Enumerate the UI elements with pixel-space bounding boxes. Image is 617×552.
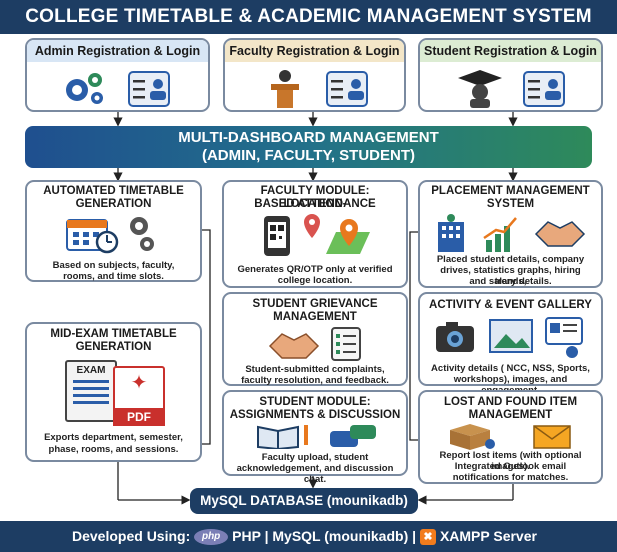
mid-exam-timetable-card[interactable]: MID-EXAM TIMETABLE GENERATION EXAM ✦ PDF…	[25, 322, 202, 462]
mid-exam-title-1: MID-EXAM TIMETABLE	[50, 328, 177, 340]
attendance-desc-2: college location.	[277, 275, 353, 286]
auto-timetable-desc-1: Based on subjects, faculty,	[52, 260, 175, 271]
admin-registration-card[interactable]: Admin Registration & Login	[25, 38, 210, 112]
student-registration-label: Student Registration & Login	[420, 40, 601, 62]
student-grievance-card[interactable]: STUDENT GRIEVANCE MANAGEMENT Student-sub…	[222, 292, 408, 386]
camera-photos-icon	[436, 317, 583, 358]
attendance-desc-1: Generates QR/OTP only at verified	[237, 264, 393, 275]
assignments-title-1: STUDENT MODULE:	[259, 396, 371, 408]
assignments-desc-1: Faculty upload, student	[261, 452, 369, 463]
faculty-registration-card[interactable]: Faculty Registration & Login	[223, 38, 406, 112]
exam-label: EXAM	[76, 365, 106, 376]
faculty-attendance-card[interactable]: FACULTY MODULE: LOCATION- BASED ATTENDAN…	[222, 180, 408, 288]
auto-timetable-title-2: GENERATION	[75, 198, 152, 210]
pdf-label: PDF	[113, 408, 165, 426]
attendance-title-1: FACULTY MODULE: LOCATION-	[260, 185, 370, 210]
mid-exam-desc-2: phase, rooms, and sessions.	[48, 444, 179, 455]
placement-management-card[interactable]: PLACEMENT MANAGEMENT SYSTEM Placed stude…	[418, 180, 603, 288]
php-logo-icon: php	[194, 529, 229, 546]
lost-found-card[interactable]: LOST AND FOUND ITEM MANAGEMENT Report lo…	[418, 390, 603, 484]
grievance-title-2: MANAGEMENT	[273, 311, 357, 323]
podium-icon	[271, 70, 368, 108]
grievance-title-1: STUDENT GRIEVANCE	[252, 298, 378, 310]
building-chart-handshake-icon	[438, 214, 586, 252]
gallery-title: ACTIVITY & EVENT GALLERY	[429, 299, 592, 311]
gallery-desc-1: Activity details ( NCC, NSS, Sports,	[431, 363, 590, 374]
exam-document-icon: EXAM	[65, 360, 117, 422]
auto-timetable-title-1: AUTOMATED TIMETABLE	[43, 185, 184, 197]
placement-title-2: SYSTEM	[486, 198, 535, 210]
assignments-discussion-card[interactable]: STUDENT MODULE: ASSIGNMENTS & DISCUSSION…	[222, 390, 408, 485]
student-registration-card[interactable]: Student Registration & Login	[418, 38, 603, 112]
admin-registration-label: Admin Registration & Login	[27, 40, 208, 62]
attendance-title-2: BASED ATTENDANCE	[254, 198, 376, 210]
assignments-desc-2: acknowledgement, and discussion chat.	[236, 463, 394, 485]
lost-found-desc-3: notifications for matches.	[452, 472, 569, 483]
dashboard-title: MULTI-DASHBOARD MANAGEMENT	[178, 129, 439, 146]
box-email-icon	[450, 424, 571, 450]
qr-phone-location-icon	[264, 214, 370, 256]
lost-found-title-1: LOST AND FOUND ITEM	[443, 396, 578, 408]
automated-timetable-card[interactable]: AUTOMATED TIMETABLE GENERATION Based on …	[25, 180, 202, 282]
lost-found-title-2: MANAGEMENT	[468, 409, 553, 421]
assignments-title-2: ASSIGNMENTS & DISCUSSION	[229, 409, 401, 421]
page-title: COLLEGE TIMETABLE & ACADEMIC MANAGEMENT …	[0, 0, 617, 34]
gears-admin-icon	[66, 71, 170, 107]
placement-title-1: PLACEMENT MANAGEMENT	[431, 185, 590, 197]
xampp-logo-icon: ✖	[419, 529, 436, 546]
auto-timetable-desc-2: rooms, and time slots.	[63, 271, 164, 282]
activity-gallery-card[interactable]: ACTIVITY & EVENT GALLERY Activity detail…	[418, 292, 603, 396]
grievance-desc-2: faculty resolution, and feedback.	[241, 375, 389, 386]
faculty-registration-label: Faculty Registration & Login	[225, 40, 404, 62]
placement-desc-3: and salary details.	[469, 276, 552, 287]
footer-tech: PHP | MySQL (mounikadb) |	[232, 528, 417, 544]
mid-exam-desc-1: Exports department, semester,	[44, 432, 183, 443]
mid-exam-title-2: GENERATION	[75, 341, 152, 353]
calendar-clock-gears-icon	[66, 217, 154, 254]
dashboard-subtitle: (ADMIN, FACULTY, STUDENT)	[201, 147, 416, 164]
handshake-checklist-icon	[268, 327, 361, 361]
lost-found-desc-2: Integrated Outlook email	[454, 461, 567, 472]
book-chat-icon	[257, 425, 376, 449]
multi-dashboard-bar: MULTI-DASHBOARD MANAGEMENT (ADMIN, FACUL…	[25, 126, 592, 168]
lost-found-desc-1: Report lost items (with optional images)…	[439, 450, 582, 472]
grievance-desc-1: Student-submitted complaints,	[245, 364, 385, 375]
footer-xampp: XAMPP Server	[439, 528, 537, 544]
placement-desc-2: drives, statistics graphs, hiring trends…	[440, 265, 581, 287]
footer-prefix: Developed Using:	[72, 528, 191, 544]
mysql-database-box: MySQL DATABASE (mounikadb)	[190, 488, 418, 514]
pdf-icon: ✦ PDF	[113, 366, 165, 426]
placement-desc-1: Placed student details, company	[436, 254, 585, 265]
graduation-cap-icon	[458, 70, 565, 108]
